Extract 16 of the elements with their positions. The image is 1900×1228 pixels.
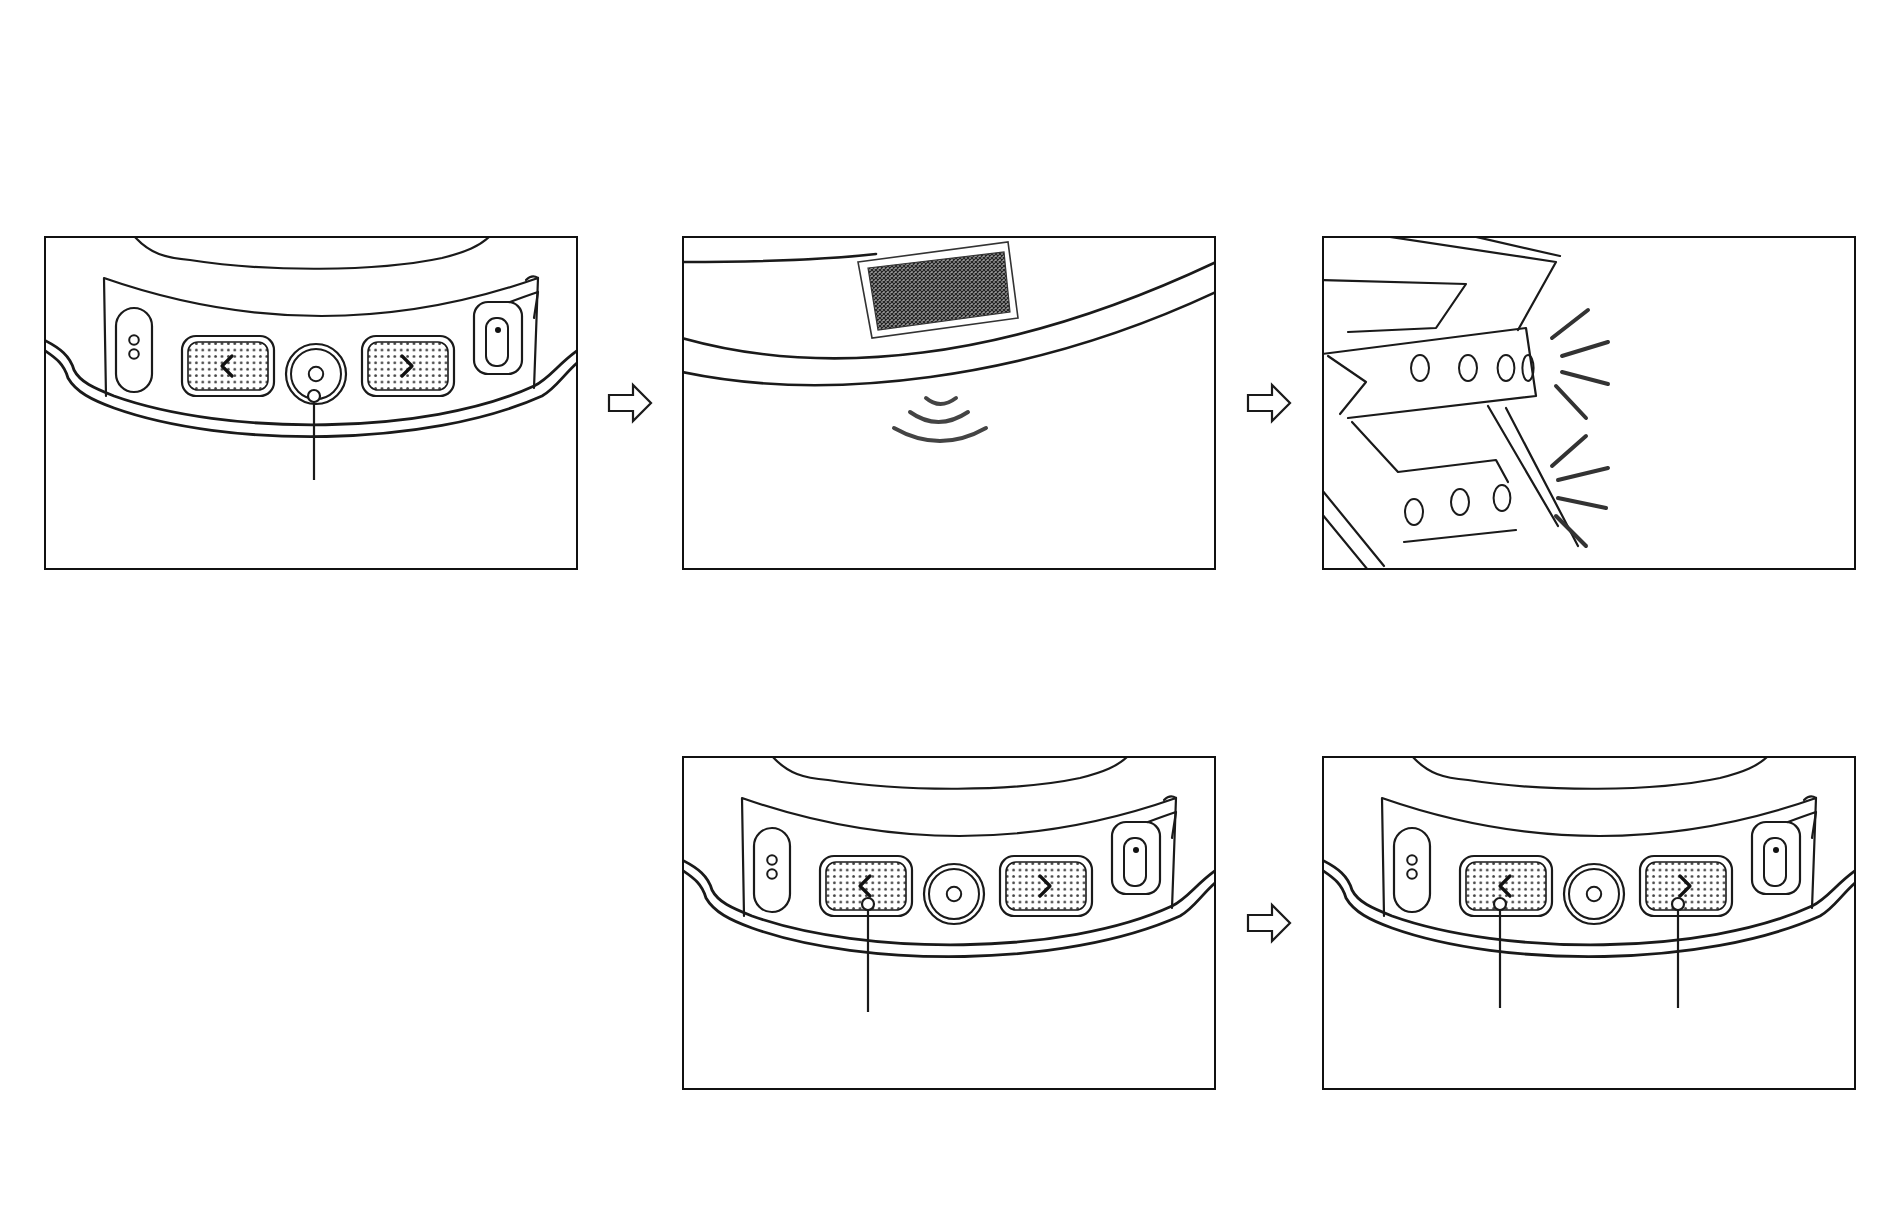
press-point-marker [306,388,322,404]
illustration-panel [682,236,1216,570]
illustration-panel [1322,756,1856,1090]
illustration-panel [44,236,578,570]
leader-line [312,402,316,480]
leader-line [1498,910,1502,1008]
illustration-panel [682,756,1216,1090]
hollow-arrow [1246,902,1292,944]
hollow-arrow [1246,382,1292,424]
press-point-marker [860,896,876,912]
leader-line [1676,910,1680,1008]
leader-line [866,910,870,1012]
hollow-arrow [607,382,653,424]
press-point-marker [1492,896,1508,912]
illustration-panel [1322,236,1856,570]
press-point-marker [1670,896,1686,912]
